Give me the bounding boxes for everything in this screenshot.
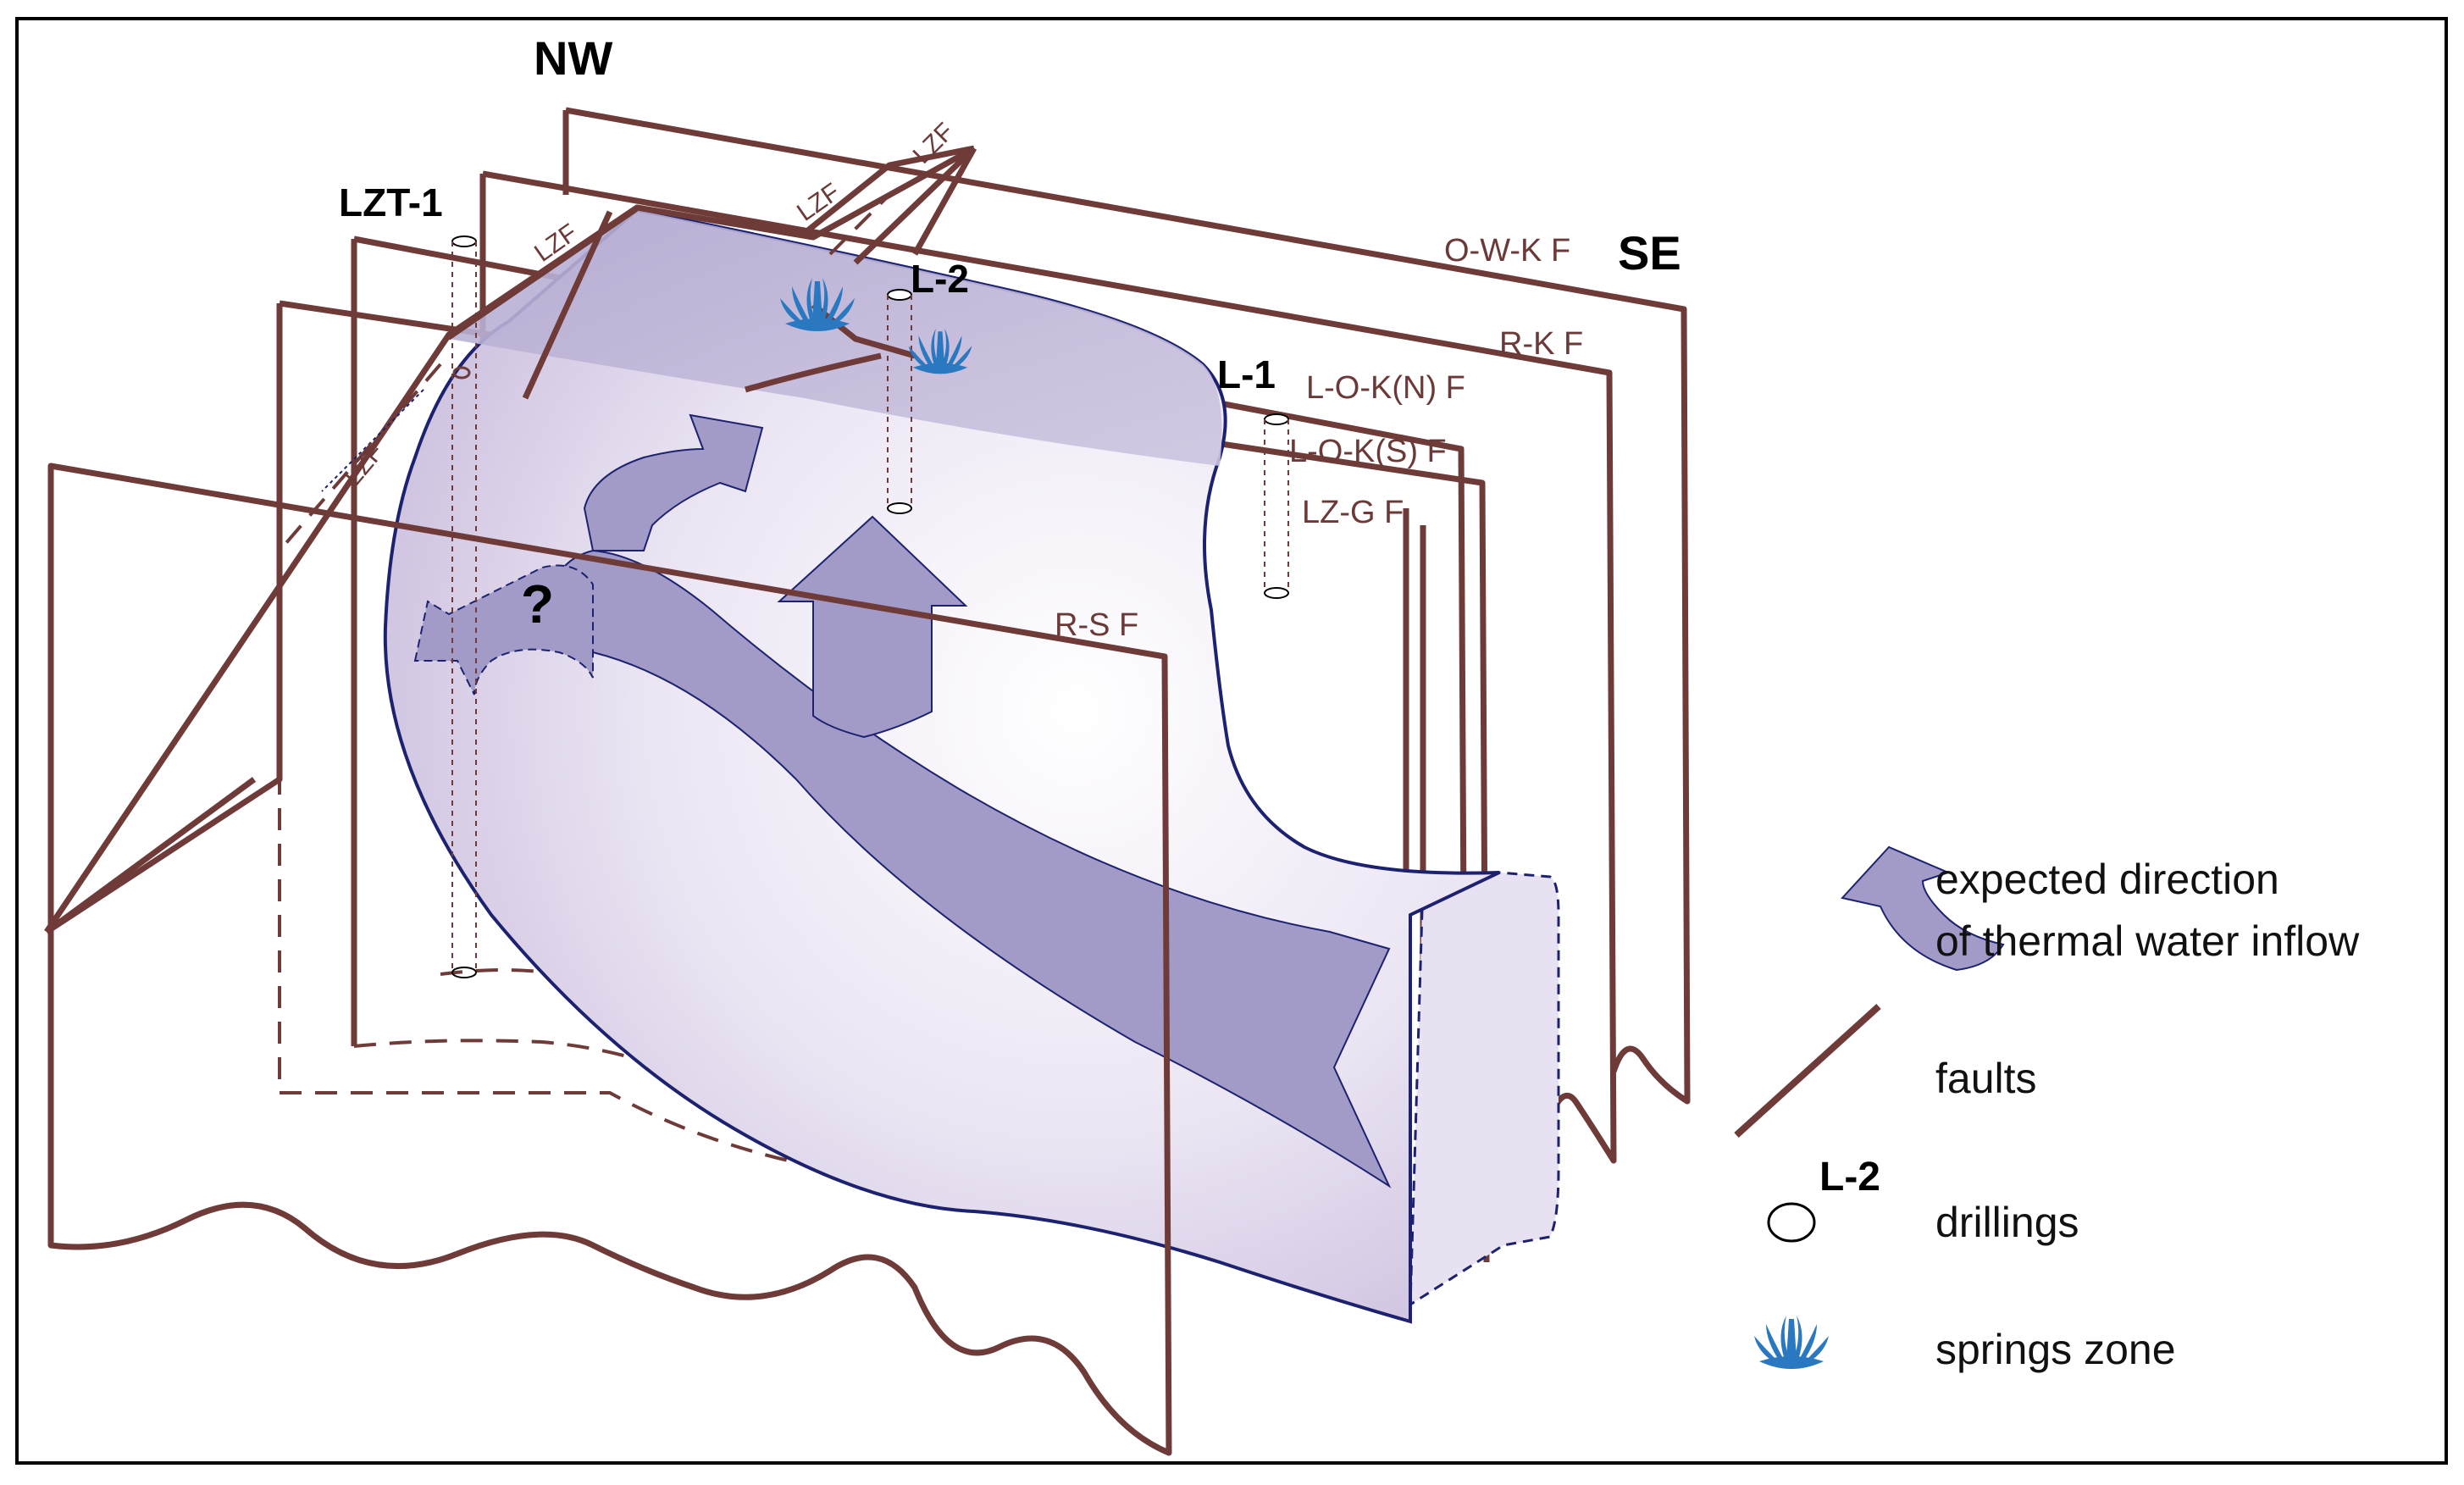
fault-rs-left-face — [45, 559, 283, 934]
label-fault-lokn: L-O-K(N) F — [1306, 370, 1465, 406]
legend: expected direction of thermal water infl… — [1734, 845, 2360, 1373]
fault-rs-diagonal — [44, 777, 257, 934]
label-well-l2: L-2 — [911, 257, 969, 301]
lzf-secondary — [522, 210, 613, 400]
fault-panel-rk — [482, 170, 1617, 1164]
label-fault-loks: L-O-K(S) F — [1289, 434, 1447, 469]
legend-springs: springs zone — [1935, 1326, 2176, 1373]
label-nw: NW — [534, 31, 612, 85]
legend-inflow-line1: expected direction — [1935, 856, 2279, 903]
label-fault-rk: R-K F — [1499, 326, 1583, 362]
inflow-arrow-right — [583, 413, 764, 551]
drill-lzt1 — [451, 235, 477, 978]
label-fault-rs: R-S F — [1055, 607, 1138, 643]
body-top-face — [449, 210, 1222, 466]
body-right-block — [1409, 871, 1560, 1307]
label-fault-owk: O-W-K F — [1444, 233, 1570, 269]
label-fault-lzg: LZ-G F — [1302, 495, 1404, 530]
legend-fault-line-icon — [1734, 1004, 1881, 1138]
legend-inflow-line2: of thermal water inflow — [1935, 917, 2360, 965]
lzf-spring-branch-1 — [811, 302, 916, 359]
inflow-arrow-up — [777, 515, 968, 739]
drill-l1 — [1264, 413, 1289, 599]
legend-faults: faults — [1935, 1055, 2037, 1102]
lzf-main-line — [44, 145, 976, 934]
drill-l2 — [887, 289, 912, 514]
lzf-spring-branch-2 — [745, 352, 882, 393]
inflow-arrow-uncertain — [413, 564, 594, 695]
label-question: ? — [521, 573, 554, 634]
legend-drillings: drillings — [1935, 1199, 2079, 1246]
lzf-dash-2 — [278, 363, 442, 552]
label-se: SE — [1618, 226, 1681, 280]
fault-panel-rs — [47, 463, 1172, 1456]
lzf-branch-top-3 — [911, 147, 977, 256]
legend-spring-icon — [1754, 1316, 1829, 1369]
fault-panel-rs-group — [44, 463, 1172, 1456]
label-well-l1: L-1 — [1217, 352, 1276, 396]
label-well-lzt1: LZT-1 — [339, 180, 443, 224]
drill-icon — [1767, 1202, 1816, 1243]
lzf-faults — [44, 145, 977, 934]
lzf-branch-top — [802, 145, 975, 235]
lzf-branch-top-2 — [853, 146, 977, 265]
drillings — [451, 235, 1289, 978]
inflow-arrows — [413, 413, 1392, 1189]
lzf-dash-1 — [828, 193, 891, 256]
diagram-frame — [15, 17, 2448, 1465]
legend-inflow-arrow-icon — [1841, 845, 2005, 972]
fault-panel-owk — [565, 107, 1691, 1105]
legend-drill-label: L-2 — [1819, 1155, 1880, 1200]
